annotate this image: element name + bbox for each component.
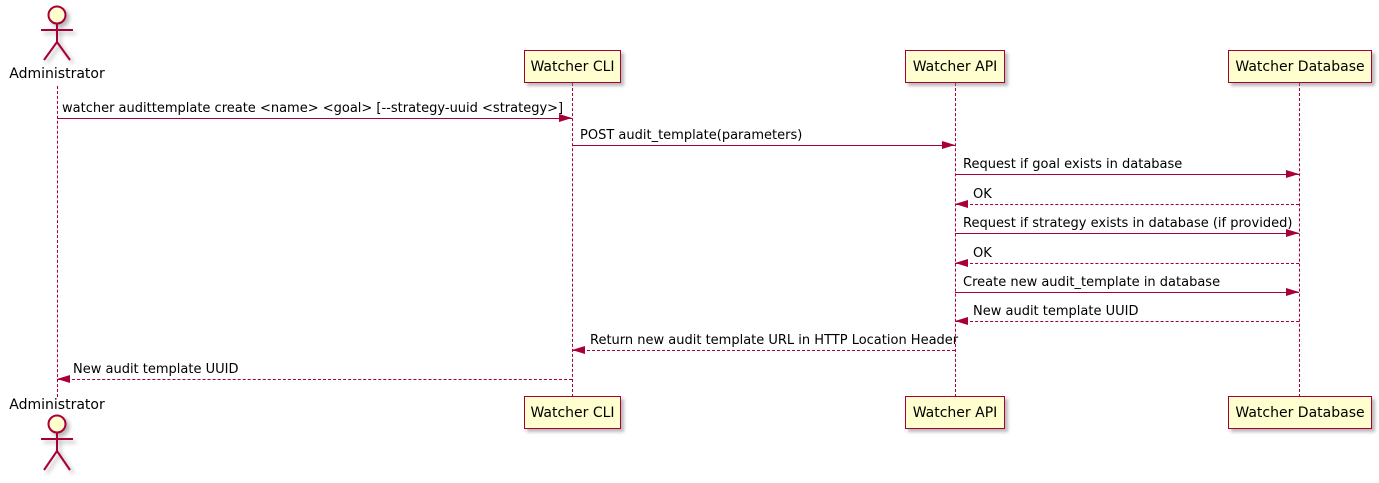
message-line bbox=[955, 263, 1299, 264]
message-line bbox=[57, 379, 572, 380]
lifeline-watcher-database bbox=[1299, 83, 1300, 397]
message-line bbox=[955, 204, 1299, 205]
participant-label: Watcher Database bbox=[1235, 58, 1365, 75]
message-label: POST audit_template(parameters) bbox=[580, 128, 803, 143]
arrowhead-left-icon bbox=[955, 317, 968, 325]
actor-icon bbox=[41, 5, 73, 61]
participant-label: Watcher CLI bbox=[530, 404, 615, 421]
participant-watcher-cli-top: Watcher CLI bbox=[524, 50, 621, 83]
arrowhead-left-icon bbox=[57, 375, 70, 383]
participant-watcher-api-top: Watcher API bbox=[905, 50, 1005, 83]
arrowhead-right-icon bbox=[1286, 170, 1299, 178]
participant-watcher-cli-bottom: Watcher CLI bbox=[524, 396, 621, 429]
actor-label-bottom: Administrator bbox=[9, 397, 105, 413]
participant-label: Watcher Database bbox=[1235, 404, 1365, 421]
message-label: OK bbox=[973, 187, 992, 202]
arrowhead-right-icon bbox=[1286, 229, 1299, 237]
message-label: watcher audittemplate create <name> <goa… bbox=[62, 101, 564, 116]
message-label: New audit template UUID bbox=[73, 362, 239, 377]
arrowhead-right-icon bbox=[942, 141, 955, 149]
lifeline-administrator bbox=[57, 86, 58, 397]
message-label: OK bbox=[973, 246, 992, 261]
arrowhead-left-icon bbox=[572, 346, 585, 354]
arrowhead-left-icon bbox=[955, 259, 968, 267]
arrowhead-right-icon bbox=[1286, 288, 1299, 296]
message-label: Request if goal exists in database bbox=[963, 157, 1183, 172]
message-label: Create new audit_template in database bbox=[963, 275, 1221, 290]
message-line bbox=[955, 233, 1299, 234]
message-label: Return new audit template URL in HTTP Lo… bbox=[590, 333, 959, 348]
participant-label: Watcher CLI bbox=[530, 58, 615, 75]
arrowhead-right-icon bbox=[559, 114, 572, 122]
arrowhead-left-icon bbox=[955, 200, 968, 208]
lifeline-watcher-api bbox=[955, 83, 956, 397]
participant-watcher-database-top: Watcher Database bbox=[1228, 50, 1372, 83]
actor-icon bbox=[41, 414, 73, 471]
actor-label-top: Administrator bbox=[9, 66, 105, 82]
message-line bbox=[955, 292, 1299, 293]
participant-label: Watcher API bbox=[912, 58, 998, 75]
message-line bbox=[572, 350, 955, 351]
participant-label: Watcher API bbox=[912, 404, 998, 421]
message-line bbox=[572, 145, 955, 146]
message-line bbox=[955, 174, 1299, 175]
lifeline-watcher-cli bbox=[572, 83, 573, 397]
message-label: New audit template UUID bbox=[973, 304, 1139, 319]
message-line bbox=[955, 321, 1299, 322]
message-label: Request if strategy exists in database (… bbox=[963, 216, 1293, 231]
message-line bbox=[57, 118, 572, 119]
participant-watcher-api-bottom: Watcher API bbox=[905, 396, 1005, 429]
participant-watcher-database-bottom: Watcher Database bbox=[1228, 396, 1372, 429]
